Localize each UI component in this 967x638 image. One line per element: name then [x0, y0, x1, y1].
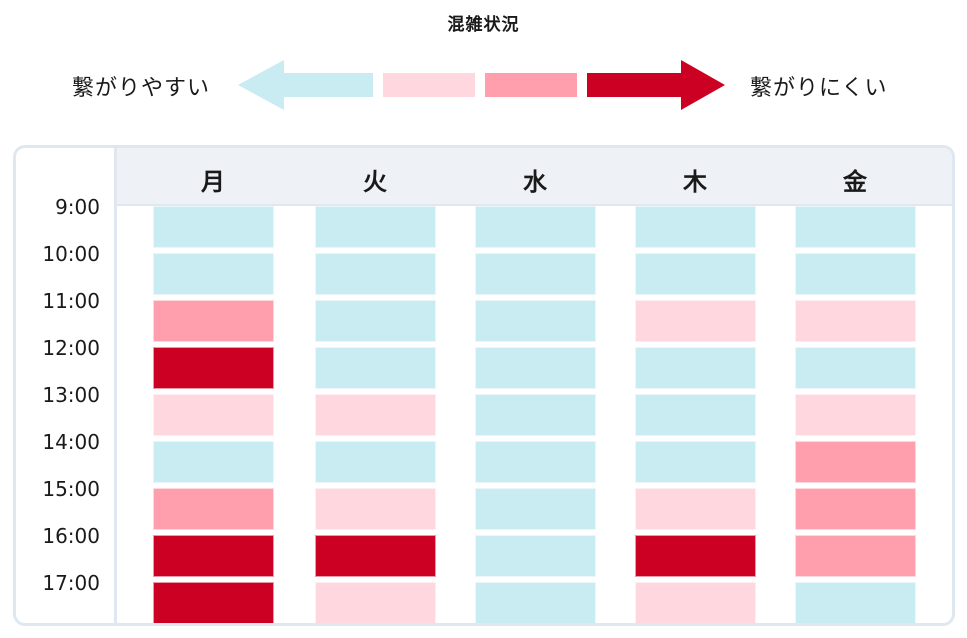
congestion-cell — [475, 347, 596, 389]
time-label: 13:00 — [42, 383, 100, 407]
congestion-cell — [315, 535, 436, 577]
legend-scale-arrow — [238, 60, 725, 110]
congestion-cell — [635, 206, 756, 248]
legend-low-label: 繋がりやすい — [72, 76, 211, 101]
congestion-cell — [635, 535, 756, 577]
congestion-cell — [635, 488, 756, 530]
congestion-cell — [635, 582, 756, 623]
congestion-cell — [795, 347, 916, 389]
congestion-cell — [795, 582, 916, 623]
day-header: 火 — [363, 168, 387, 196]
congestion-cell — [795, 535, 916, 577]
congestion-cell — [795, 253, 916, 295]
congestion-cell — [795, 394, 916, 436]
congestion-table: 9:00 10:00 11:00 12:00 13:00 14:00 15:00 16:00 1… — [13, 145, 955, 626]
day-header: 木 — [683, 168, 707, 196]
congestion-cell — [475, 394, 596, 436]
day-header: 水 — [523, 168, 547, 196]
day-header: 月 — [201, 168, 225, 196]
congestion-cell — [475, 253, 596, 295]
congestion-cell — [315, 347, 436, 389]
congestion-cell — [153, 253, 274, 295]
time-label: 11:00 — [42, 289, 100, 313]
congestion-cell — [635, 347, 756, 389]
time-column: 9:00 10:00 11:00 12:00 13:00 14:00 15:00 16:00 1… — [16, 148, 117, 623]
day-header-row: 月火水木金 — [117, 148, 952, 206]
congestion-cell — [315, 582, 436, 623]
congestion-cell — [153, 300, 274, 342]
congestion-cell — [315, 394, 436, 436]
congestion-cell — [153, 441, 274, 483]
congestion-cell — [795, 441, 916, 483]
day-header: 金 — [843, 168, 867, 196]
time-label: 12:00 — [42, 336, 100, 360]
time-label: 15:00 — [42, 477, 100, 501]
congestion-cell — [315, 488, 436, 530]
congestion-cell — [635, 394, 756, 436]
congestion-cell — [315, 300, 436, 342]
time-label: 14:00 — [42, 430, 100, 454]
congestion-cell — [635, 441, 756, 483]
arrow-right-icon — [587, 60, 725, 110]
legend-swatch-1 — [383, 73, 475, 97]
congestion-cell — [315, 253, 436, 295]
congestion-cell — [475, 535, 596, 577]
congestion-cell — [475, 206, 596, 248]
congestion-cell — [795, 206, 916, 248]
congestion-cell — [153, 582, 274, 623]
time-label: 10:00 — [42, 242, 100, 266]
congestion-cell — [635, 253, 756, 295]
legend-swatch-2 — [485, 73, 577, 97]
arrow-left-icon — [238, 60, 373, 110]
time-label: 17:00 — [42, 571, 100, 595]
chart-title: 混雑状況 — [447, 15, 520, 35]
time-label: 9:00 — [55, 195, 100, 219]
congestion-cell — [475, 441, 596, 483]
congestion-cell — [475, 582, 596, 623]
congestion-cell — [153, 394, 274, 436]
congestion-cell — [153, 206, 274, 248]
congestion-cell — [315, 441, 436, 483]
legend-high-label: 繋がりにくい — [750, 76, 888, 101]
congestion-cell — [475, 488, 596, 530]
congestion-cell — [795, 488, 916, 530]
legend: 繋がりやすい 繋がりにくい — [0, 58, 967, 112]
congestion-cell — [153, 347, 274, 389]
congestion-cell — [153, 535, 274, 577]
congestion-cell — [315, 206, 436, 248]
congestion-cell — [795, 300, 916, 342]
congestion-cell — [475, 300, 596, 342]
congestion-cell — [153, 488, 274, 530]
congestion-cell — [635, 300, 756, 342]
time-label: 16:00 — [42, 524, 100, 548]
